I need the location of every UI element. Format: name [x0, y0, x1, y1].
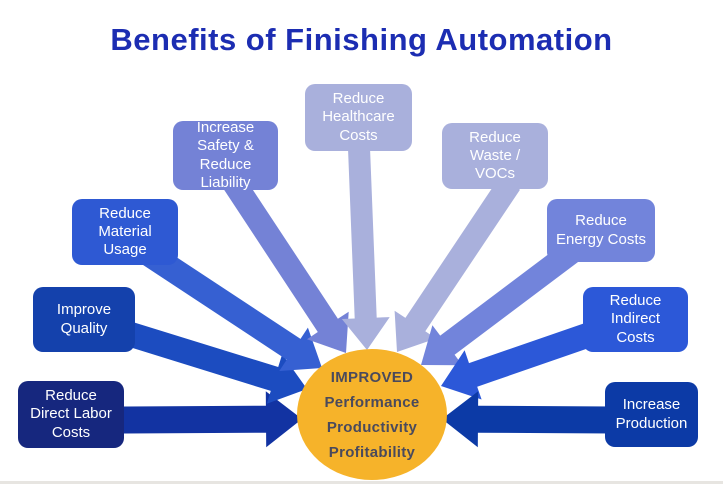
benefit-box-reduce-healthcare-costs: Reduce Healthcare Costs	[305, 84, 412, 151]
benefit-box-increase-safety-reduce-liability: Increase Safety & Reduce Liability	[173, 119, 278, 191]
benefit-box-reduce-energy-costs: Reduce Energy Costs	[547, 199, 655, 262]
center-line-profitability: Profitability	[328, 443, 416, 461]
arrow-increase-safety-reduce-liability	[224, 176, 349, 353]
arrow-increase-production	[442, 391, 613, 448]
benefit-box-reduce-direct-labor-costs: Reduce Direct Labor Costs	[18, 381, 124, 448]
center-line-performance: Performance	[324, 393, 420, 411]
benefit-box-reduce-material-usage: Reduce Material Usage	[72, 199, 178, 265]
arrow-reduce-indirect-costs	[441, 319, 605, 400]
arrow-reduce-material-usage	[139, 241, 322, 371]
slide-bottom-edge	[0, 481, 723, 484]
arrow-improve-quality	[119, 320, 307, 404]
benefit-box-increase-production: Increase Production	[605, 382, 698, 447]
arrow-reduce-waste-vocs	[394, 176, 520, 352]
benefit-box-improve-quality: Improve Quality	[33, 287, 135, 352]
page-title: Benefits of Finishing Automation	[110, 22, 613, 57]
arrow-reduce-healthcare-costs	[341, 147, 390, 350]
center-line-improved: IMPROVED	[330, 368, 414, 386]
benefit-box-reduce-indirect-costs: Reduce Indirect Costs	[583, 287, 688, 352]
center-line-productivity: Productivity	[326, 418, 418, 436]
center-result-circle: IMPROVED Performance Productivity Profit…	[297, 349, 447, 480]
benefit-box-reduce-waste-vocs: Reduce Waste / VOCs	[442, 123, 548, 189]
arrow-reduce-energy-costs	[421, 240, 582, 366]
arrow-reduce-direct-labor-costs	[119, 391, 303, 448]
